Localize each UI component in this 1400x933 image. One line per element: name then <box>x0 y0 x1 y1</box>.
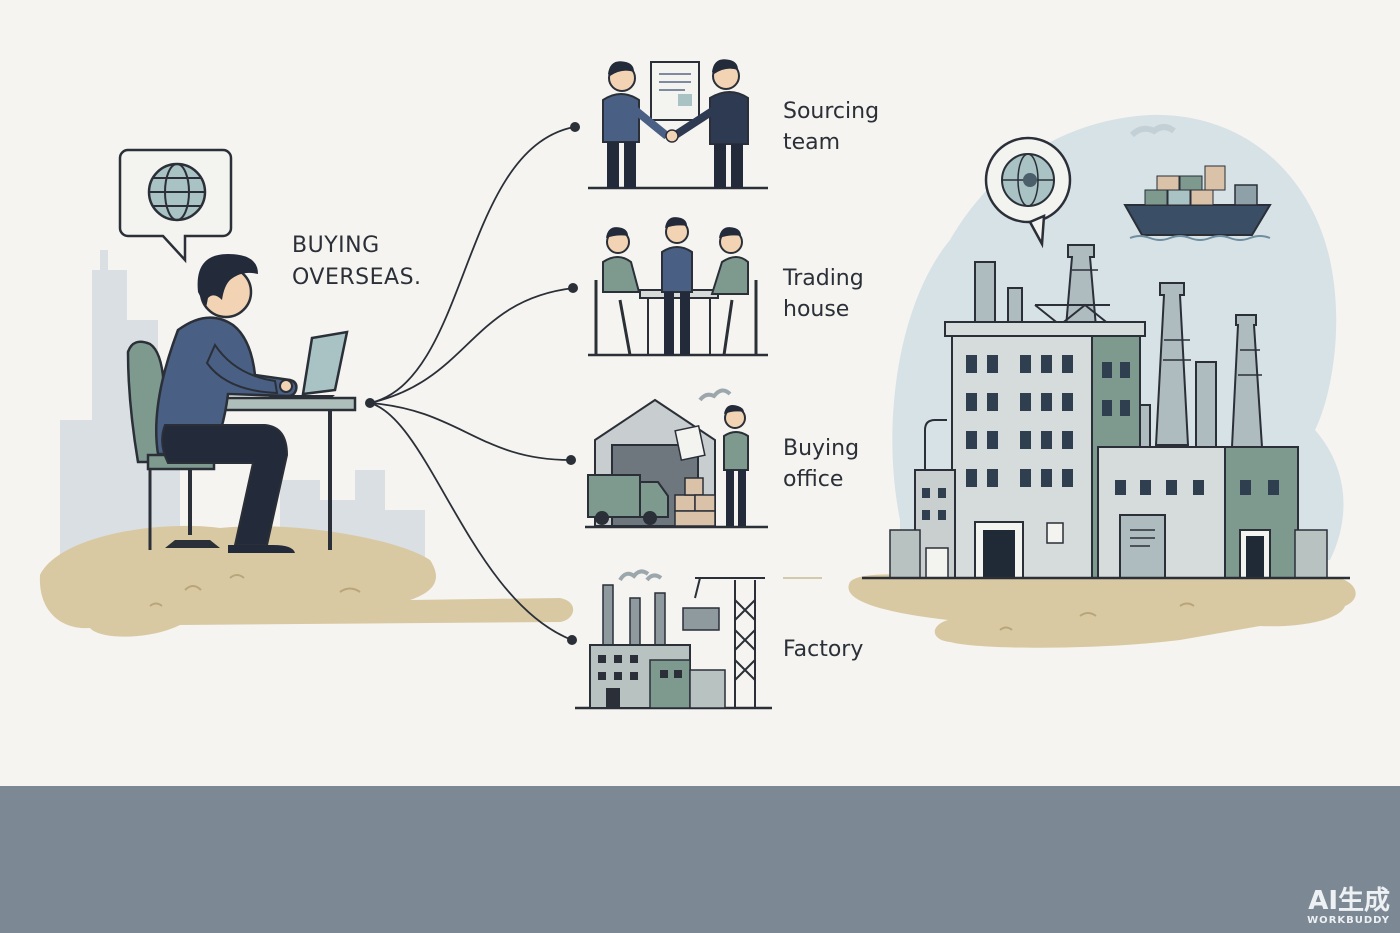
route-label-sourcing-team: Sourcing team <box>783 96 879 158</box>
warehouse-truck-icon <box>585 388 768 529</box>
small-factory-icon <box>575 569 772 710</box>
globe-icon <box>147 162 207 222</box>
connector-lines <box>369 126 575 641</box>
buying-overseas-heading: BUYING OVERSEAS. <box>292 230 422 294</box>
watermark-main: AI生成 <box>1308 886 1390 916</box>
route-label-line: house <box>783 297 850 322</box>
route-label-line: Buying <box>783 436 860 461</box>
route-label-factory: Factory <box>783 634 863 665</box>
sand-ground-left <box>39 525 574 637</box>
floor-band: AI生成 WORKBUDDY <box>0 786 1400 933</box>
route-label-trading-house: Trading house <box>783 263 864 325</box>
watermark-sub: WORKBUDDY <box>1307 915 1390 926</box>
route-label-line: Trading <box>783 266 864 291</box>
heading-line-2: OVERSEAS. <box>292 265 422 290</box>
route-label-line: Sourcing <box>783 99 880 124</box>
cargo-ship-icon <box>1123 165 1272 241</box>
globe-pin-icon <box>1001 153 1055 207</box>
route-label-line: team <box>783 130 841 155</box>
globe-speech-bubble <box>118 148 233 264</box>
buyer-at-desk <box>126 254 357 553</box>
handshake-icon <box>588 59 768 190</box>
ai-generated-watermark: AI生成 WORKBUDDY <box>1307 887 1390 927</box>
route-label-line: Factory <box>783 637 864 662</box>
route-label-line: office <box>783 467 844 492</box>
sand-ground-right <box>848 574 1356 648</box>
meeting-table-icon <box>588 217 768 357</box>
heading-line-1: BUYING <box>292 233 380 258</box>
globe-pin-bubble <box>984 136 1072 249</box>
route-label-buying-office: Buying office <box>783 433 859 495</box>
connector-dots <box>365 122 580 645</box>
large-factory-illustration <box>862 244 1350 580</box>
